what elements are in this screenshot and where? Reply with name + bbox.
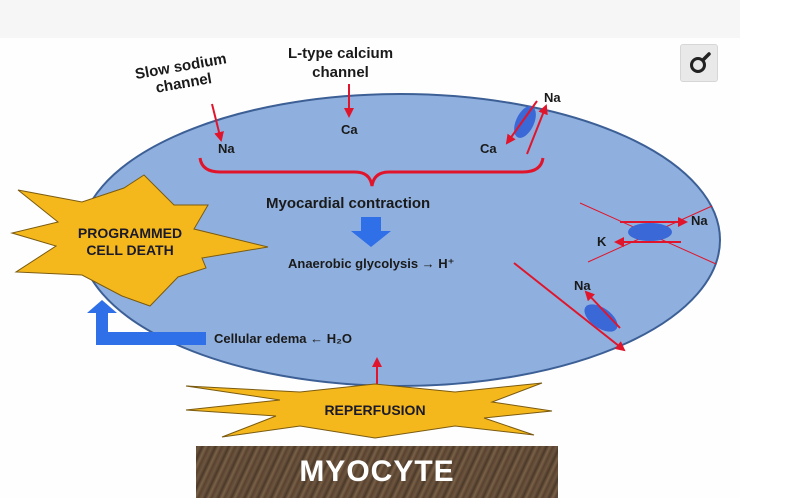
edema-blue-arrow [87,300,206,345]
exchanger-na-arrow [526,104,548,155]
magnifier-icon [690,52,711,73]
contraction-brace [198,157,545,187]
na-label-left: Na [218,141,235,156]
na-label-pump: Na [691,213,708,228]
anaerobic-glycolysis-label: Anaerobic glycolysis → H⁺ [288,256,455,271]
reperfusion-text: REPERFUSION [324,402,426,418]
ca-label-center: Ca [341,122,358,137]
na-k-pump [628,223,672,241]
na-label-out: Na [574,278,591,293]
na-h-exchanger [584,304,618,332]
l-type-label: L-type calcium channel [288,45,394,81]
sodium-channel-arrow [211,103,224,142]
programmed-death-text: PROGRAMMED CELL DEATH [77,225,183,258]
k-label-pump: K [597,234,607,249]
na-h-na-arrow [584,290,621,329]
proton-out-arrow [513,262,626,352]
programmed-death-star [10,174,269,307]
contraction-down-arrow [351,217,391,247]
myocyte-banner: MYOCYTE [196,446,558,498]
reperfusion-star [185,382,553,439]
zoom-button[interactable] [680,44,718,82]
na-label-exchanger: Na [544,90,561,105]
figure-top-band [0,0,740,38]
ca-label-right: Ca [480,141,497,156]
exchanger-ca-arrow [505,100,538,145]
na-ca-exchanger [514,106,536,138]
cellular-edema-label: Cellular edema ← H₂O [214,331,352,346]
myocardial-contraction-label: Myocardial contraction [266,195,431,212]
